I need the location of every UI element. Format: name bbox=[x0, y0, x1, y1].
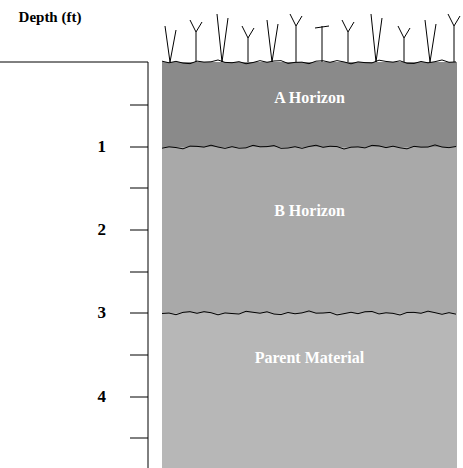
grass-blade bbox=[165, 26, 176, 62]
horizon-label: A Horizon bbox=[162, 89, 457, 107]
depth-number: 4 bbox=[98, 387, 107, 407]
axis-tick bbox=[130, 147, 148, 148]
depth-number: 2 bbox=[98, 220, 107, 240]
depth-axis bbox=[148, 62, 149, 468]
grass-blade bbox=[371, 14, 382, 62]
soil-band-fill bbox=[162, 313, 457, 468]
horizon-boundary bbox=[162, 311, 456, 315]
axis-title: Depth (ft) bbox=[19, 9, 82, 26]
soil-band-fill bbox=[162, 147, 457, 313]
soil-horizon-band: B Horizon bbox=[162, 147, 457, 313]
grass-blade bbox=[425, 20, 436, 62]
grass-blade bbox=[190, 20, 202, 62]
grass-blade bbox=[242, 26, 254, 62]
horizon-boundary bbox=[162, 60, 456, 64]
axis-tick bbox=[130, 355, 148, 356]
grass-blade bbox=[398, 26, 410, 62]
grass-blade bbox=[290, 14, 302, 62]
grass-blade bbox=[217, 14, 228, 62]
depth-number: 1 bbox=[98, 137, 107, 157]
axis-tick bbox=[130, 438, 148, 439]
grass-blade bbox=[315, 26, 329, 62]
axis-tick bbox=[130, 397, 148, 398]
axis-tick bbox=[130, 188, 148, 189]
grass-blade bbox=[342, 20, 354, 62]
horizon-label: Parent Material bbox=[162, 349, 457, 367]
depth-number: 3 bbox=[98, 303, 107, 323]
axis-top-line bbox=[0, 62, 148, 63]
soil-horizon-band: Parent Material bbox=[162, 313, 457, 468]
soil-band-fill bbox=[162, 62, 457, 147]
soil-horizon-band: A Horizon bbox=[162, 62, 457, 147]
axis-tick bbox=[130, 105, 148, 106]
grass-blade bbox=[267, 20, 278, 62]
axis-tick bbox=[130, 272, 148, 273]
axis-tick bbox=[130, 230, 148, 231]
axis-tick bbox=[130, 313, 148, 314]
grass-blade bbox=[448, 14, 460, 62]
horizon-boundary bbox=[162, 145, 456, 149]
horizon-label: B Horizon bbox=[162, 202, 457, 220]
